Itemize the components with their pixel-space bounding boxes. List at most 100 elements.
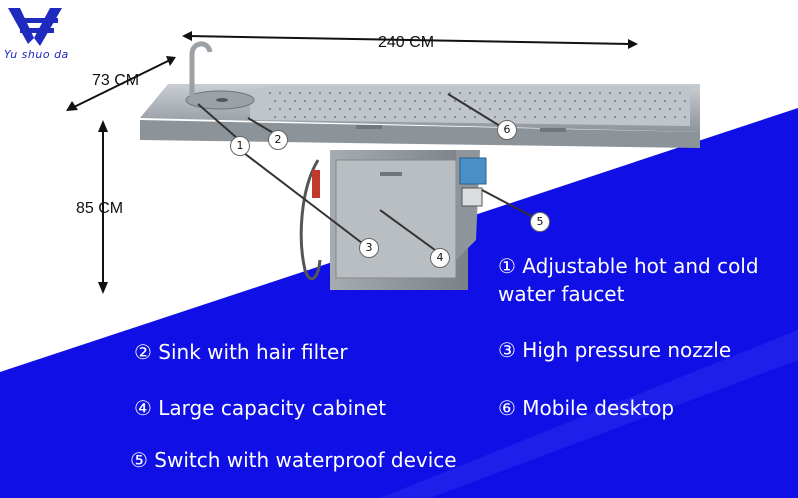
perforation-dot	[523, 99, 527, 103]
light-stripe	[380, 330, 798, 498]
perforation-dot	[573, 115, 577, 119]
perforation-dot	[663, 115, 667, 119]
perforation-dot	[338, 107, 342, 111]
perforation-dot	[343, 115, 347, 119]
faucet-icon	[189, 41, 213, 98]
feature-5: ⑤ Switch with waterproof device	[130, 448, 457, 472]
perforation-dot	[508, 107, 512, 111]
waterproof-switch-box	[459, 157, 487, 185]
perforation-dot	[618, 91, 622, 95]
perforation-dot	[653, 115, 657, 119]
perforation-dot	[383, 115, 387, 119]
desktop-handle-right	[540, 128, 566, 132]
perforation-dot	[548, 91, 552, 95]
perforation-dot	[573, 99, 577, 103]
perforation-dot	[463, 99, 467, 103]
perforation-dot	[308, 107, 312, 111]
perforation-dot	[318, 107, 322, 111]
perforation-dot	[313, 115, 317, 119]
marker-4: 4	[430, 248, 450, 268]
feature-3: ③ High pressure nozzle	[498, 338, 732, 362]
brand-name: Yu shuo da	[4, 48, 69, 61]
perforation-dot	[378, 91, 382, 95]
perforation-dots	[268, 91, 687, 119]
perforation-dot	[428, 107, 432, 111]
hair-filter	[216, 98, 228, 102]
perforation-dot	[283, 99, 287, 103]
feature-2: ② Sink with hair filter	[134, 340, 348, 364]
perforation-dot	[448, 91, 452, 95]
perforation-dot	[323, 99, 327, 103]
perforation-dot	[413, 115, 417, 119]
perforation-dot	[638, 91, 642, 95]
perforation-dot	[623, 99, 627, 103]
perforation-dot	[588, 107, 592, 111]
perforation-dot	[658, 91, 662, 95]
pointer-lines	[197, 93, 536, 251]
perforation-dot	[453, 115, 457, 119]
perforation-dot	[348, 107, 352, 111]
perforation-dot	[318, 91, 322, 95]
perforation-dot	[488, 107, 492, 111]
perforation-dot	[528, 91, 532, 95]
perforation-dot	[603, 99, 607, 103]
spray-hose	[299, 159, 322, 281]
perforation-dot	[418, 91, 422, 95]
perforation-dot	[648, 107, 652, 111]
perforation-dot	[583, 99, 587, 103]
perforation-dot	[498, 107, 502, 111]
perforation-dot	[438, 107, 442, 111]
perforation-dot	[458, 107, 462, 111]
perforation-dot	[298, 107, 302, 111]
perforation-dot	[608, 91, 612, 95]
perforation-dot	[478, 107, 482, 111]
perforation-dot	[418, 107, 422, 111]
perforation-dot	[348, 91, 352, 95]
perforation-dot	[538, 91, 542, 95]
perforation-dot	[538, 107, 542, 111]
perforation-dot	[533, 115, 537, 119]
perforation-dot	[578, 91, 582, 95]
length-label: 240 CM	[378, 34, 435, 51]
perforation-dot	[303, 99, 307, 103]
desktop-handle-left	[356, 125, 382, 129]
marker-2: 2	[268, 130, 288, 150]
perforation-dot	[403, 115, 407, 119]
perforation-dot	[398, 91, 402, 95]
perforation-dot	[353, 99, 357, 103]
perforation-dot	[333, 99, 337, 103]
perforation-dot	[363, 115, 367, 119]
perforation-dot	[413, 99, 417, 103]
perforation-dot	[328, 91, 332, 95]
perforation-dot	[608, 107, 612, 111]
perforation-dot	[683, 115, 687, 119]
perforation-dot	[593, 99, 597, 103]
perforation-dot	[553, 115, 557, 119]
perforation-dot	[493, 115, 497, 119]
perforation-dot	[503, 115, 507, 119]
perforation-dot	[598, 91, 602, 95]
perforation-dot	[568, 91, 572, 95]
perforation-dot	[428, 91, 432, 95]
perforation-dot	[293, 99, 297, 103]
perforation-dot	[628, 107, 632, 111]
perforation-dot	[448, 107, 452, 111]
perforation-dot	[633, 115, 637, 119]
perforation-dot	[373, 115, 377, 119]
perforation-dot	[388, 107, 392, 111]
perforation-dot	[273, 115, 277, 119]
perforation-dot	[673, 99, 677, 103]
feature-1-line-2: water faucet	[498, 282, 625, 306]
blue-diagonal-band	[0, 108, 798, 498]
perforation-dot	[683, 99, 687, 103]
perforation-dot	[563, 99, 567, 103]
perforation-dot	[303, 115, 307, 119]
perforation-dot	[433, 99, 437, 103]
feature-4: ④ Large capacity cabinet	[134, 396, 387, 420]
perforation-dot	[473, 115, 477, 119]
depth-arrow	[66, 56, 176, 111]
perforation-dot	[458, 91, 462, 95]
height-label: 85 CM	[76, 200, 124, 217]
feature-1-line-1: ① Adjustable hot and cold	[498, 254, 759, 278]
